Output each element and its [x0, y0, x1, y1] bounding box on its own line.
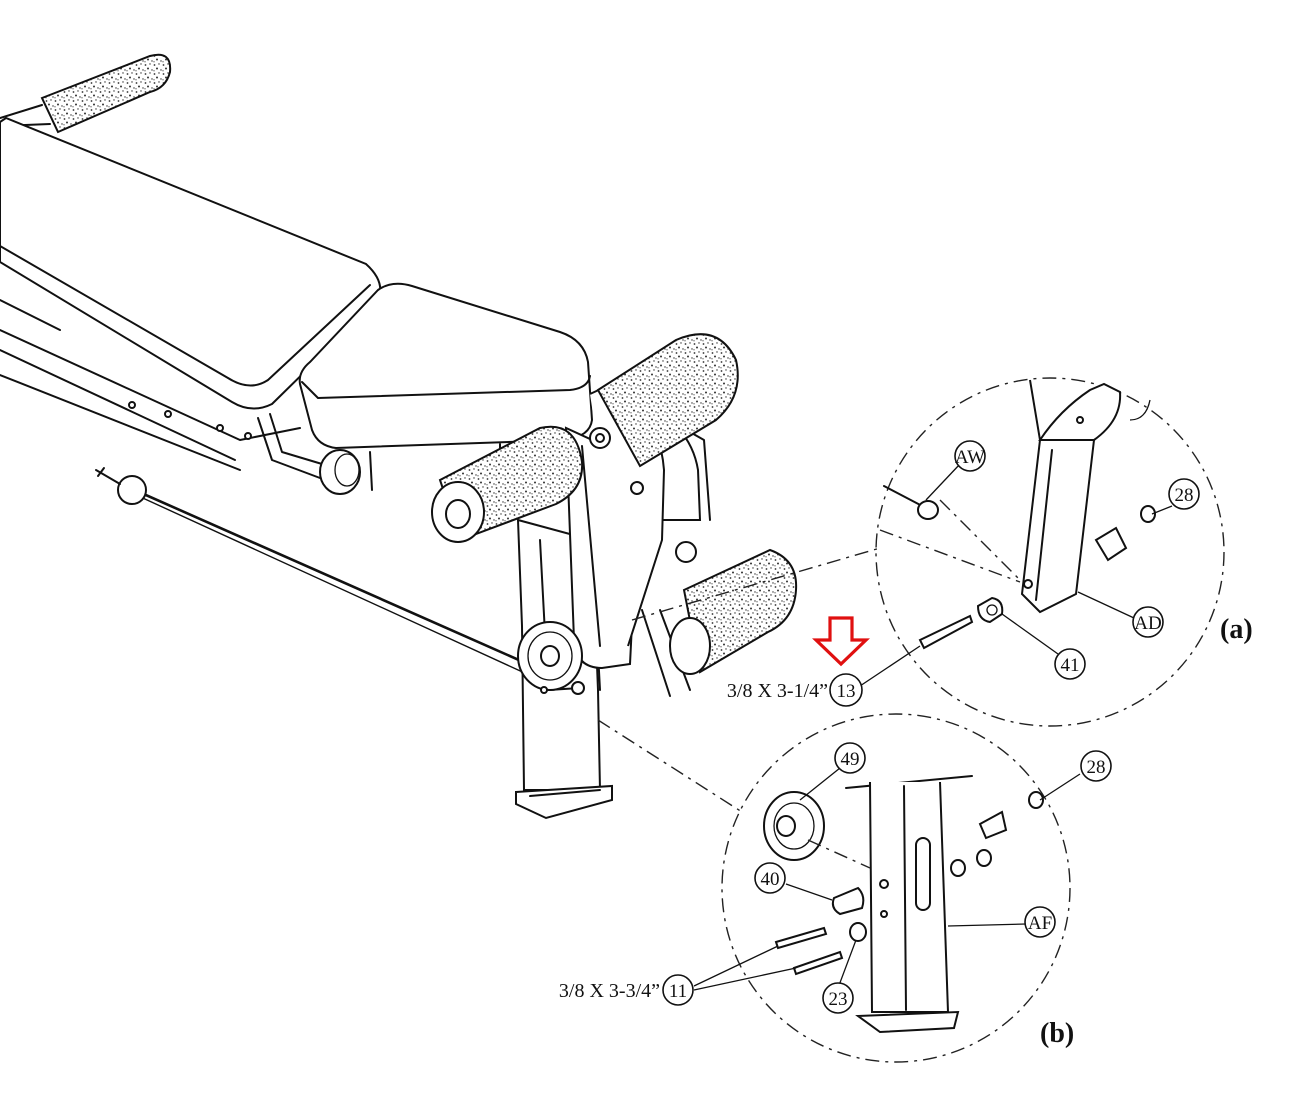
detail-b-circle	[721, 713, 1071, 1063]
bolt-11-spec: 3/8 X 3-3/4”	[559, 980, 660, 1002]
adjustment-knob	[257, 413, 361, 495]
callout-leaders	[693, 463, 1173, 991]
bolt-13-spec: 3/8 X 3-1/4”	[727, 680, 828, 702]
callout-40-label: 40	[761, 869, 780, 890]
callout-23: 23	[822, 982, 854, 1014]
view-label-a: (a)	[1220, 614, 1253, 645]
callout-28-a: 28	[1168, 478, 1200, 510]
detail-a-circle	[875, 377, 1225, 727]
callout-ad: AD	[1132, 606, 1164, 638]
callout-40: 40	[754, 862, 786, 894]
callout-49: 49	[834, 742, 866, 774]
cable	[95, 467, 548, 681]
callout-ad-label: AD	[1134, 613, 1161, 634]
callout-aw-label: AW	[955, 447, 985, 468]
callout-28-a-label: 28	[1175, 485, 1194, 506]
callout-aw: AW	[954, 440, 986, 472]
bench-frame-rail	[0, 299, 301, 471]
detail-b	[597, 713, 1071, 1063]
callout-11-label: 11	[669, 981, 687, 1002]
detail-a	[631, 377, 1225, 727]
callout-49-label: 49	[841, 749, 860, 770]
callout-41: 41	[1054, 648, 1086, 680]
callout-41-label: 41	[1061, 655, 1080, 676]
pulley	[517, 621, 585, 695]
detail-a-leader	[631, 547, 881, 621]
callout-28-b: 28	[1080, 750, 1112, 782]
top-foam-roller	[0, 53, 172, 134]
callout-23-label: 23	[829, 989, 848, 1010]
callout-13: 13	[829, 673, 863, 707]
lower-foam-roller	[669, 548, 798, 675]
bench-assembly	[0, 53, 798, 820]
callout-28-b-label: 28	[1087, 757, 1106, 778]
detail-b-leader	[597, 719, 743, 813]
callout-af: AF	[1024, 906, 1056, 938]
callout-af-label: AF	[1028, 913, 1052, 934]
callout-13-label: 13	[837, 681, 856, 702]
highlight-arrow-icon	[812, 616, 870, 667]
callout-11: 11	[662, 974, 694, 1006]
view-label-b: (b)	[1040, 1018, 1074, 1049]
upper-foam-rollers	[431, 333, 739, 543]
